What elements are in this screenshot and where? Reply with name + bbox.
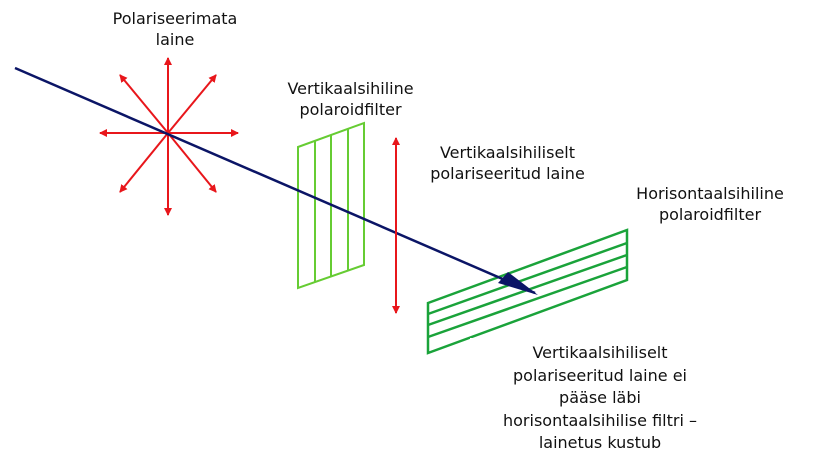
label-result: Vertikaalsihiliselt polariseeritud laine… xyxy=(480,342,720,455)
light-beam xyxy=(14,66,538,295)
label-line: pääse läbi xyxy=(559,388,641,407)
label-line: Vertikaalsihiliselt xyxy=(439,143,576,162)
label-line: polariseeritud laine ei xyxy=(513,365,687,385)
label-vertical-wave: Vertikaalsihiliselt polariseeritud laine xyxy=(415,142,600,184)
label-line: horisontaalsihilise filtri – xyxy=(503,410,697,430)
label-line: polaroidfilter xyxy=(299,100,402,119)
beam-arrowhead-icon xyxy=(498,272,538,295)
label-line: Vertikaalsihiline xyxy=(287,79,414,98)
label-line: lainetus kustub xyxy=(538,433,662,452)
label-line: polaroidfilter xyxy=(658,205,762,224)
label-vertical-filter: Vertikaalsihiline polaroidfilter xyxy=(268,78,433,120)
label-horizontal-filter: Horisontaalsihiline polaroidfilter xyxy=(625,183,795,225)
vertical-polaroid-filter xyxy=(297,121,365,290)
label-unpolarized-wave: Polariseerimata laine xyxy=(95,8,255,50)
label-line: Horisontaalsihiline xyxy=(636,184,784,203)
label-line: Vertikaalsihiliselt xyxy=(532,343,668,362)
label-line: Polariseerimata xyxy=(112,9,238,28)
unpolarized-field-arrows xyxy=(99,57,239,216)
label-line: polariseeritud laine xyxy=(430,164,585,183)
label-line: laine xyxy=(155,30,195,49)
